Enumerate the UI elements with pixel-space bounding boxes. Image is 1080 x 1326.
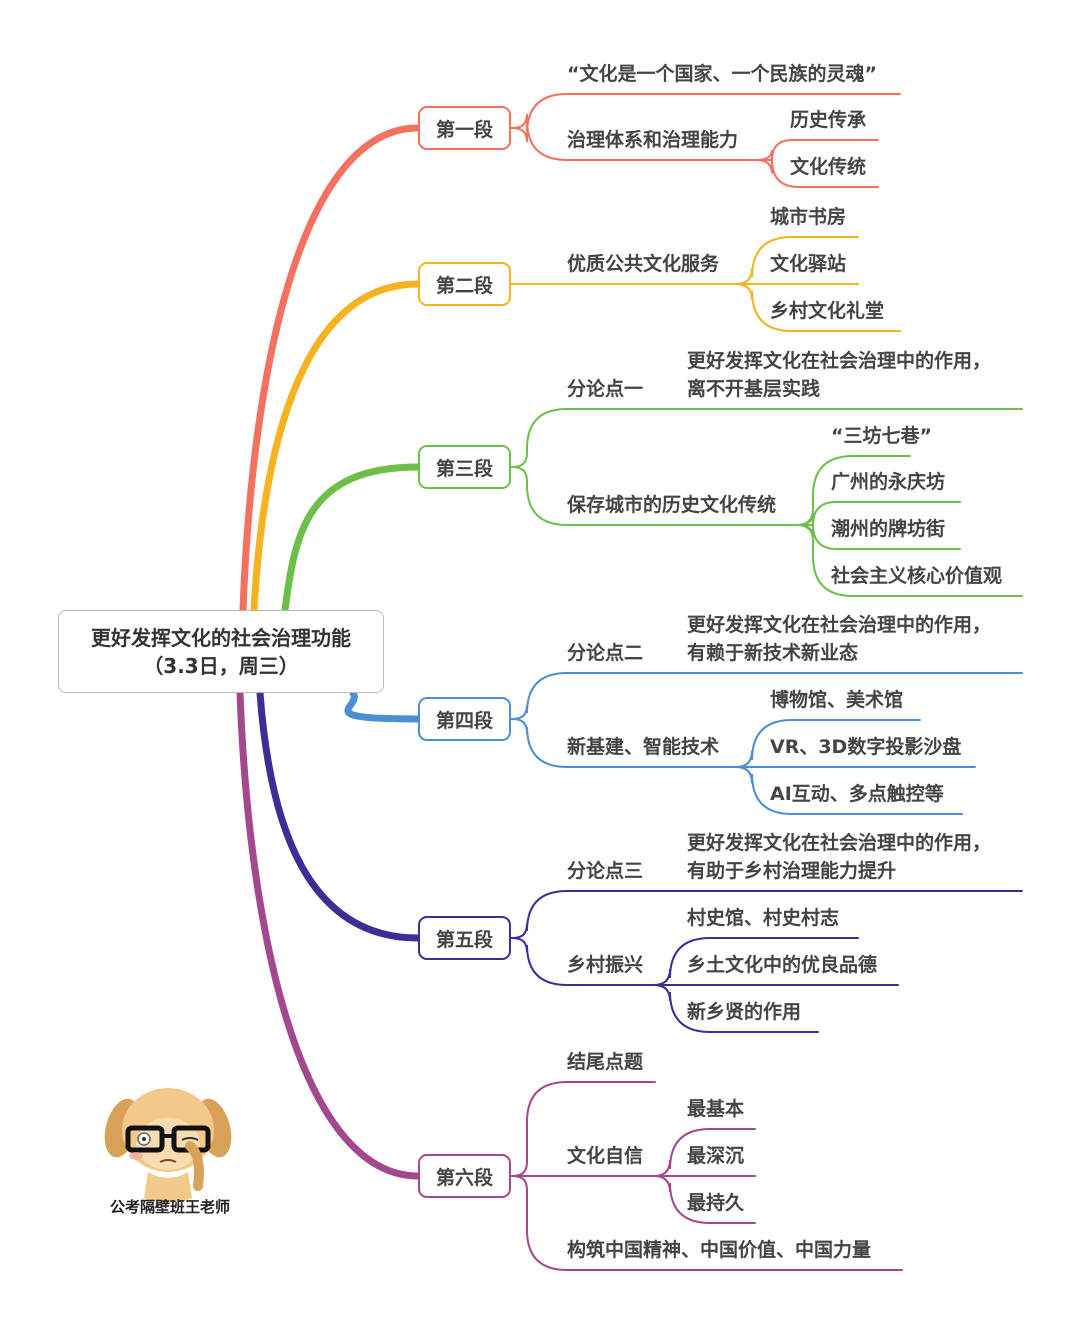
subtopic-3-2-1[interactable]: “三坊七巷” xyxy=(831,425,932,447)
section-node-label: 第三段 xyxy=(435,457,493,480)
section-node-label: 第一段 xyxy=(435,118,493,141)
topic-4-1[interactable]: 分论点二 xyxy=(567,642,644,664)
topic-5-1[interactable]: 分论点三 xyxy=(567,860,644,882)
topic-note-line: 离不开基层实践 xyxy=(687,378,821,400)
subtopic-3-2-3[interactable]: 潮州的牌坊街 xyxy=(831,518,946,540)
topic-1-2[interactable]: 治理体系和治理能力 xyxy=(567,129,739,151)
topic-6-2[interactable]: 文化自信 xyxy=(567,1145,644,1167)
topic-5-2[interactable]: 乡村振兴 xyxy=(567,954,644,976)
branch-line xyxy=(512,1081,656,1177)
subtopic-6-2-2[interactable]: 最深沉 xyxy=(687,1145,745,1167)
sub-branch-line xyxy=(653,1128,756,1177)
section-node-label: 第六段 xyxy=(435,1166,493,1189)
topic-note-line: 更好发挥文化在社会治理中的作用， xyxy=(687,614,992,636)
subtopic-1-2-2[interactable]: 文化传统 xyxy=(790,156,867,178)
section-node-3[interactable]: 第三段 xyxy=(418,445,511,489)
sub-branch-line xyxy=(735,236,859,285)
section-node-6[interactable]: 第六段 xyxy=(418,1154,511,1198)
subtopic-4-2-2[interactable]: VR、3D数字投影沙盘 xyxy=(770,736,962,758)
subtopic-3-2-2[interactable]: 广州的永庆坊 xyxy=(831,471,946,493)
subtopic-5-2-1[interactable]: 村史馆、村史村志 xyxy=(687,907,840,929)
section-node-5[interactable]: 第五段 xyxy=(418,916,511,960)
sub-branch-line xyxy=(735,719,921,768)
watermark-caption: 公考隔壁班王老师 xyxy=(109,1198,230,1216)
subtopic-3-2-4[interactable]: 社会主义核心价值观 xyxy=(831,565,1003,587)
sub-branch-line xyxy=(653,937,859,986)
topic-1-1[interactable]: “文化是一个国家、一个民族的灵魂” xyxy=(567,63,877,85)
sub-branch-line xyxy=(755,159,879,188)
topic-note-line: 有助于乡村治理能力提升 xyxy=(687,860,897,882)
topic-6-3[interactable]: 构筑中国精神、中国价值、中国力量 xyxy=(567,1239,872,1261)
section-node-2[interactable]: 第二段 xyxy=(418,262,511,306)
section-node-1[interactable]: 第一段 xyxy=(418,106,511,150)
branch-line xyxy=(512,1175,903,1271)
root-connector-6 xyxy=(236,689,422,1180)
root-connector-1 xyxy=(239,124,422,614)
sub-branch-line xyxy=(653,1175,756,1224)
topic-2-1[interactable]: 优质公共文化服务 xyxy=(567,253,720,275)
topic-3-2[interactable]: 保存城市的历史文化传统 xyxy=(567,494,777,516)
subtopic-6-2-1[interactable]: 最基本 xyxy=(687,1098,745,1120)
subtopic-5-2-2[interactable]: 乡土文化中的优良品德 xyxy=(687,954,878,976)
root-connector-3 xyxy=(281,463,422,614)
topic-4-2[interactable]: 新基建、智能技术 xyxy=(567,736,720,758)
root-connector-2 xyxy=(250,280,422,614)
branch-line xyxy=(512,937,671,986)
subtopic-4-2-3[interactable]: AI互动、多点触控等 xyxy=(770,783,944,805)
subtopic-1-2-1[interactable]: 历史传承 xyxy=(790,109,867,131)
section-node-label: 第四段 xyxy=(435,709,493,732)
section-node-4[interactable]: 第四段 xyxy=(418,697,511,741)
subtopic-4-2-1[interactable]: 博物馆、美术馆 xyxy=(770,689,904,711)
sub-branch-line xyxy=(653,984,819,1033)
subtopic-2-1-3[interactable]: 乡村文化礼堂 xyxy=(770,300,885,322)
branch-line xyxy=(512,119,773,161)
topic-6-1[interactable]: 结尾点题 xyxy=(567,1051,644,1073)
branch-line xyxy=(512,672,1023,720)
topic-3-1[interactable]: 分论点一 xyxy=(567,378,644,400)
topic-note-line: 更好发挥文化在社会治理中的作用， xyxy=(687,350,992,372)
sub-branch-line xyxy=(735,283,901,332)
root-connector-4 xyxy=(344,689,422,723)
section-node-label: 第二段 xyxy=(435,274,493,297)
section-node-label: 第五段 xyxy=(435,928,493,951)
root-connector-5 xyxy=(256,689,422,942)
branch-line xyxy=(512,890,1023,939)
root-topic-label: 更好发挥文化的社会治理功能（3.3日，周三） xyxy=(91,625,351,678)
topic-note-line: 有赖于新技术新业态 xyxy=(687,642,859,664)
subtopic-6-2-3[interactable]: 最持久 xyxy=(687,1192,745,1214)
branch-line xyxy=(512,718,753,768)
subtopic-2-1-1[interactable]: 城市书房 xyxy=(770,206,847,228)
topic-note-line: 更好发挥文化在社会治理中的作用， xyxy=(687,832,992,854)
sub-branch-line xyxy=(735,766,963,815)
subtopic-5-2-3[interactable]: 新乡贤的作用 xyxy=(687,1001,802,1023)
dog-mascot-icon xyxy=(104,1088,232,1203)
branch-line xyxy=(512,466,814,526)
root-topic[interactable]: 更好发挥文化的社会治理功能（3.3日，周三） xyxy=(58,610,384,693)
sub-branch-line xyxy=(796,524,1023,597)
branch-line xyxy=(512,408,1023,468)
subtopic-2-1-2[interactable]: 文化驿站 xyxy=(770,253,847,275)
